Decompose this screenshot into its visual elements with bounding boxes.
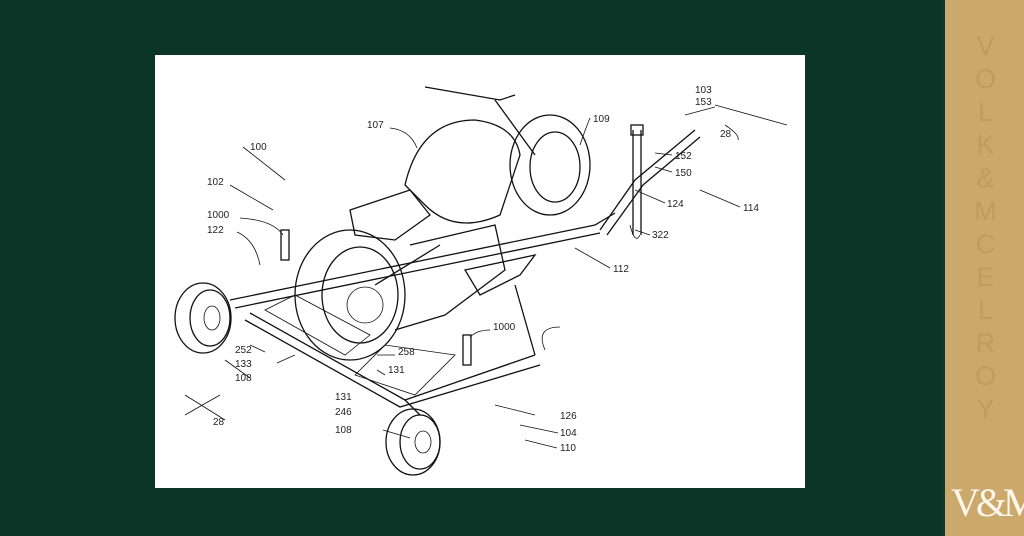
label-122: 122 <box>207 225 224 236</box>
brand-letter: K <box>945 129 1024 162</box>
label-1000-right: 1000 <box>493 322 516 333</box>
brand-logo: V&M <box>951 479 1021 526</box>
label-112: 112 <box>613 264 629 275</box>
label-152: 152 <box>675 151 692 162</box>
part-labels: 100 102 1000 122 107 109 103 153 28 152 … <box>207 85 759 454</box>
brand-letter: R <box>945 327 1024 360</box>
label-153: 153 <box>695 97 712 108</box>
brand-letter: E <box>945 261 1024 294</box>
label-108-left: 108 <box>235 373 252 384</box>
brand-letter: L <box>945 96 1024 129</box>
patent-drawing-panel: 100 102 1000 122 107 109 103 153 28 152 … <box>155 55 805 488</box>
label-322: 322 <box>652 230 669 241</box>
label-108-right: 108 <box>335 425 352 436</box>
label-252: 252 <box>235 345 252 356</box>
leader-lines <box>185 105 787 448</box>
label-28-bottom: 28 <box>213 417 225 428</box>
label-107: 107 <box>367 120 384 131</box>
label-258: 258 <box>398 347 415 358</box>
label-150: 150 <box>675 168 692 179</box>
label-103: 103 <box>695 85 712 96</box>
brand-letter: & <box>945 162 1024 195</box>
brand-letter: O <box>945 63 1024 96</box>
brand-letter: L <box>945 294 1024 327</box>
brand-sidebar: V O L K & M C E L R O Y V&M <box>943 0 1024 536</box>
label-109: 109 <box>593 114 610 125</box>
label-133: 133 <box>235 359 252 370</box>
brand-letter: V <box>945 30 1024 63</box>
label-131: 131 <box>388 365 405 376</box>
label-28-top: 28 <box>720 129 732 140</box>
label-110: 110 <box>560 443 576 454</box>
label-124: 124 <box>667 199 684 210</box>
trailer-wheel-right <box>386 409 440 475</box>
label-102: 102 <box>207 177 224 188</box>
label-100: 100 <box>250 142 267 153</box>
label-114: 114 <box>743 203 759 214</box>
trailer-wheel-left <box>175 283 231 353</box>
brand-letter: M <box>945 195 1024 228</box>
label-1000: 1000 <box>207 210 230 221</box>
brand-letter: O <box>945 360 1024 393</box>
label-126: 126 <box>560 411 577 422</box>
label-246: 246 <box>335 407 352 418</box>
motorcycle-trailer-drawing: 100 102 1000 122 107 109 103 153 28 152 … <box>155 55 805 488</box>
brand-letter: Y <box>945 393 1024 426</box>
label-104: 104 <box>560 428 577 439</box>
label-131-lower: 131 <box>335 392 352 403</box>
brand-vertical-text: V O L K & M C E L R O Y <box>945 30 1024 426</box>
brand-letter: C <box>945 228 1024 261</box>
